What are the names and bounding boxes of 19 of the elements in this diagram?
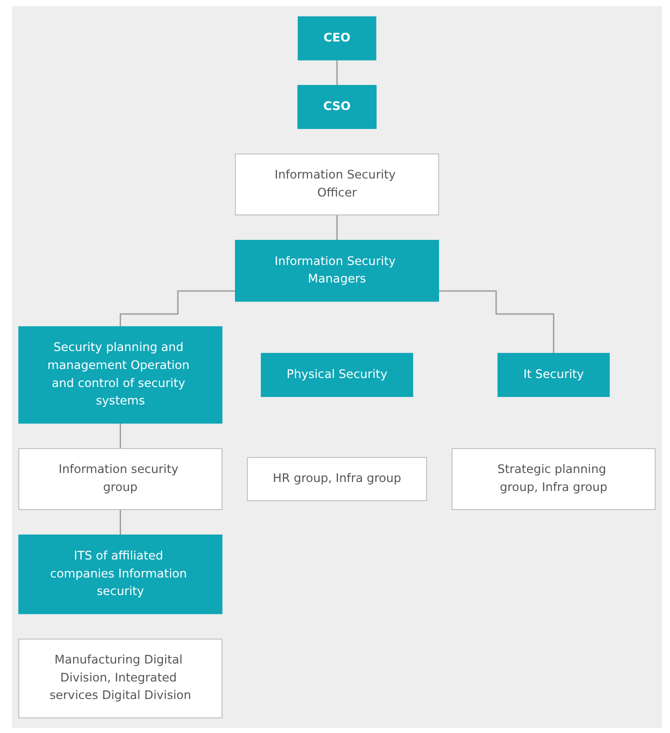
org-chart: CEO CSO Information Security Officer Information Security Managers Security planning and management Operation and control of security systems Information security group Physical Security HR group, Infra group It Security Strategic planning group, Infra group ITS of affiliated companies Information security Manufacturing Digital Division, Integrated services Digital Division bbox=[12, 10, 662, 724]
connector bbox=[120, 508, 122, 536]
node-box bbox=[260, 352, 414, 397]
node-box bbox=[18, 534, 222, 614]
connector bbox=[336, 214, 338, 241]
connector bbox=[438, 290, 554, 354]
node-box bbox=[18, 638, 222, 718]
node-box bbox=[297, 84, 377, 129]
node-box bbox=[18, 448, 222, 510]
node-box bbox=[298, 16, 376, 60]
node-box bbox=[234, 240, 440, 302]
connector bbox=[120, 290, 236, 327]
connector bbox=[120, 422, 122, 449]
node-box bbox=[18, 326, 222, 424]
node-box bbox=[234, 153, 440, 215]
connector bbox=[336, 59, 338, 86]
node-box bbox=[246, 456, 428, 501]
node-box bbox=[452, 448, 656, 510]
node-box bbox=[498, 352, 610, 397]
